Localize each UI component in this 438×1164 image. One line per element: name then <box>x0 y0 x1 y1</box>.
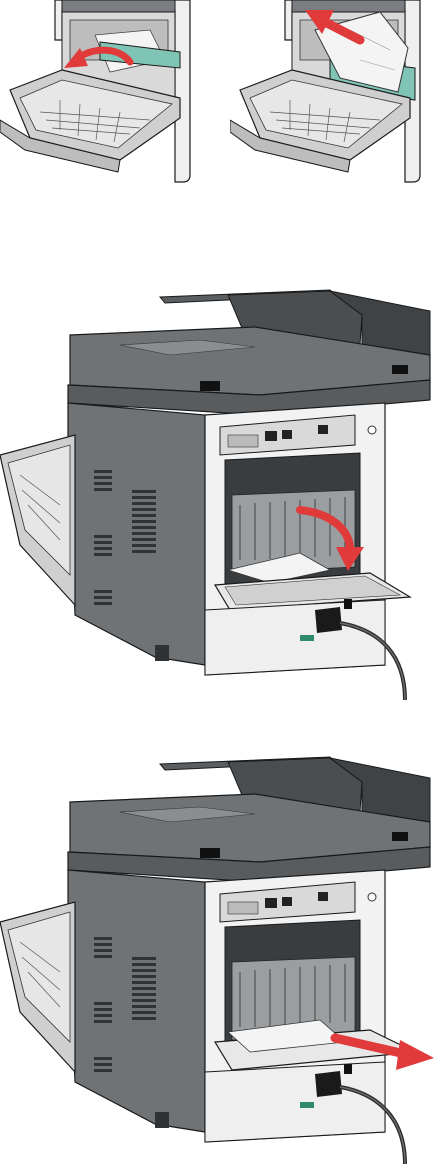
panel-front-remove-paper <box>230 0 435 185</box>
front-door-illustration-2 <box>230 0 435 185</box>
scanner-latch-right <box>392 832 408 841</box>
network-port <box>265 898 277 908</box>
scanner-latch-left <box>200 848 220 858</box>
power-switch <box>344 1064 352 1074</box>
green-latch <box>300 635 314 641</box>
printer-foot-left <box>155 645 169 661</box>
network-port <box>265 431 277 441</box>
rear-screw <box>368 893 376 901</box>
phone-port <box>318 892 328 901</box>
power-socket <box>315 1071 342 1097</box>
power-socket <box>315 607 342 633</box>
rear-view-illustration-1 <box>0 285 438 700</box>
phone-port <box>318 425 328 434</box>
usb-port <box>282 430 292 439</box>
panel-rear-remove-paper <box>0 752 438 1164</box>
rear-screw <box>368 426 376 434</box>
usb-port <box>282 897 292 906</box>
scanner-latch-left <box>200 381 220 391</box>
panel-rear-door-open <box>0 285 438 700</box>
printer-foot-left <box>155 1112 169 1128</box>
front-door-illustration-1 <box>0 0 205 185</box>
panel-front-pull-tab <box>0 0 205 185</box>
rear-view-illustration-2 <box>0 752 438 1164</box>
printer-top-edge <box>62 0 175 12</box>
scanner-latch-right <box>392 365 408 374</box>
pull-out-arrow-head <box>396 1040 434 1070</box>
green-latch <box>300 1102 314 1108</box>
power-switch <box>344 599 352 609</box>
